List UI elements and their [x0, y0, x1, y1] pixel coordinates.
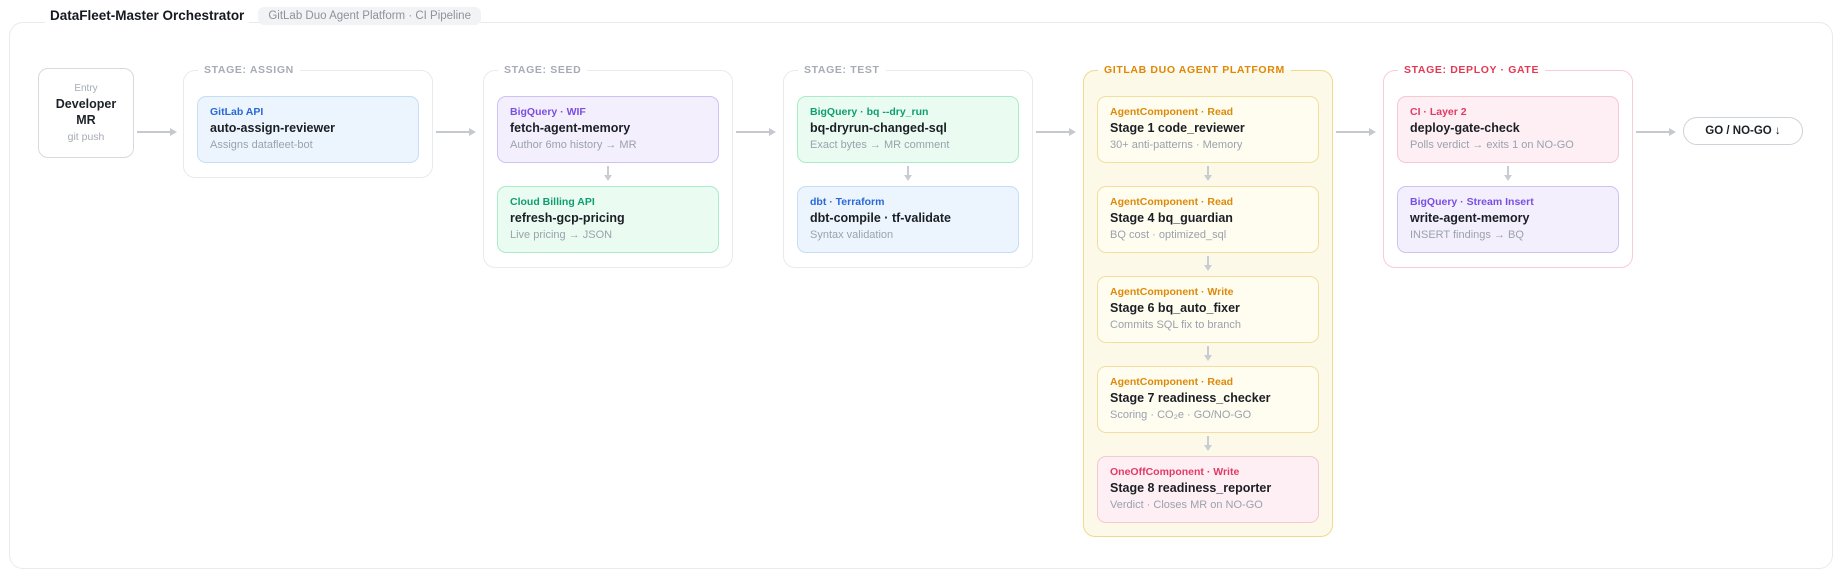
node-refresh-gcp-pricing: Cloud Billing API refresh-gcp-pricing Li… [497, 186, 719, 253]
node-kicker: AgentComponent · Read [1110, 376, 1234, 388]
node-subtitle: 30+ anti-patterns · Memory [1110, 139, 1243, 152]
node-kicker: BigQuery · WIF [510, 106, 586, 118]
node-bq-dryrun-changed-sql: BigQuery · bq --dry_run bq-dryrun-change… [797, 96, 1019, 163]
node-stage6-bq-auto-fixer: AgentComponent · Write Stage 6 bq_auto_f… [1097, 276, 1319, 343]
stage-deploy-gate-legend: STAGE: DEPLOY · GATE [1398, 64, 1546, 76]
stage-seed: STAGE: SEED BigQuery · WIF fetch-agent-m… [483, 64, 733, 268]
node-dbt-compile-tf-validate: dbt · Terraform dbt-compile · tf-validat… [797, 186, 1019, 253]
arrow-down-icon [1207, 256, 1209, 269]
node-deploy-gate-check: CI · Layer 2 deploy-gate-check Polls ver… [1397, 96, 1619, 163]
entry-node-developer-mr: Entry Developer MR git push [38, 68, 134, 158]
node-fetch-agent-memory: BigQuery · WIF fetch-agent-memory Author… [497, 96, 719, 163]
stage-test-legend: STAGE: TEST [798, 64, 886, 76]
node-title: deploy-gate-check [1410, 121, 1520, 136]
entry-title-line1: Developer [55, 96, 117, 111]
node-title: Stage 7 readiness_checker [1110, 391, 1271, 406]
entry-kicker: Entry [74, 82, 98, 94]
arrow-right-icon [736, 127, 780, 136]
node-title: write-agent-memory [1410, 211, 1530, 226]
node-subtitle: INSERT findings → BQ [1410, 229, 1524, 242]
node-kicker: Cloud Billing API [510, 196, 595, 208]
node-subtitle: BQ cost · optimized_sql [1110, 229, 1227, 242]
node-title: Stage 1 code_reviewer [1110, 121, 1245, 136]
node-stage8-readiness-reporter: OneOffComponent · Write Stage 8 readines… [1097, 456, 1319, 523]
go-no-go-pill[interactable]: GO / NO-GO ↓ [1683, 117, 1803, 145]
node-kicker: dbt · Terraform [810, 196, 885, 208]
node-kicker: AgentComponent · Read [1110, 106, 1234, 118]
node-kicker: GitLab API [210, 106, 264, 118]
page-title: DataFleet-Master Orchestrator [45, 6, 250, 25]
node-stage7-readiness-checker: AgentComponent · Read Stage 7 readiness_… [1097, 366, 1319, 433]
arrow-down-icon [1207, 346, 1209, 359]
arrow-down-icon [1507, 166, 1509, 179]
stage-seed-legend: STAGE: SEED [498, 64, 588, 76]
node-title: refresh-gcp-pricing [510, 211, 625, 226]
node-subtitle: Syntax validation [810, 229, 894, 242]
arrow-down-icon [907, 166, 909, 179]
header-badge: GitLab Duo Agent Platform · CI Pipeline [258, 6, 481, 25]
node-kicker: AgentComponent · Read [1110, 196, 1234, 208]
node-title: auto-assign-reviewer [210, 121, 336, 136]
node-title: bq-dryrun-changed-sql [810, 121, 947, 136]
node-title: Stage 4 bq_guardian [1110, 211, 1233, 226]
entry-title-line2: MR [76, 112, 96, 127]
node-subtitle: Verdict · Closes MR on NO-GO [1110, 499, 1263, 512]
arrow-down-icon [1207, 436, 1209, 449]
arrow-right-icon [1336, 127, 1380, 136]
node-kicker: BigQuery · bq --dry_run [810, 106, 929, 118]
node-title: fetch-agent-memory [510, 121, 631, 136]
stage-assign-legend: STAGE: ASSIGN [198, 64, 300, 76]
stage-duo-agent-platform: GITLAB DUO AGENT PLATFORM AgentComponent… [1083, 64, 1333, 537]
node-stage4-bq-guardian: AgentComponent · Read Stage 4 bq_guardia… [1097, 186, 1319, 253]
stage-duo-legend: GITLAB DUO AGENT PLATFORM [1098, 64, 1291, 76]
arrow-down-icon [607, 166, 609, 179]
arrow-right-icon [436, 127, 480, 136]
stage-assign: STAGE: ASSIGN GitLab API auto-assign-rev… [183, 64, 433, 178]
node-kicker: CI · Layer 2 [1410, 106, 1467, 118]
arrow-right-icon [1636, 127, 1680, 136]
node-subtitle: Scoring · CO₂e · GO/NO-GO [1110, 409, 1252, 422]
node-kicker: OneOffComponent · Write [1110, 466, 1240, 478]
stage-deploy-gate: STAGE: DEPLOY · GATE CI · Layer 2 deploy… [1383, 64, 1633, 268]
node-subtitle: Author 6mo history → MR [510, 139, 637, 152]
node-subtitle: Assigns datafleet-bot [210, 139, 313, 152]
node-write-agent-memory: BigQuery · Stream Insert write-agent-mem… [1397, 186, 1619, 253]
node-title: dbt-compile · tf-validate [810, 211, 951, 226]
node-stage1-code-reviewer: AgentComponent · Read Stage 1 code_revie… [1097, 96, 1319, 163]
node-subtitle: Commits SQL fix to branch [1110, 319, 1242, 332]
header: DataFleet-Master Orchestrator GitLab Duo… [45, 6, 481, 25]
stage-test: STAGE: TEST BigQuery · bq --dry_run bq-d… [783, 64, 1033, 268]
node-kicker: BigQuery · Stream Insert [1410, 196, 1534, 208]
node-subtitle: Live pricing → JSON [510, 229, 613, 242]
node-title: Stage 6 bq_auto_fixer [1110, 301, 1240, 316]
node-subtitle: Polls verdict → exits 1 on NO-GO [1410, 139, 1574, 152]
node-subtitle: Exact bytes → MR comment [810, 139, 950, 152]
entry-subtitle: git push [67, 131, 105, 144]
node-title: Stage 8 readiness_reporter [1110, 481, 1272, 496]
arrow-down-icon [1207, 166, 1209, 179]
arrow-right-icon [137, 127, 181, 136]
arrow-right-icon [1036, 127, 1080, 136]
node-auto-assign-reviewer: GitLab API auto-assign-reviewer Assigns … [197, 96, 419, 163]
node-kicker: AgentComponent · Write [1110, 286, 1234, 298]
